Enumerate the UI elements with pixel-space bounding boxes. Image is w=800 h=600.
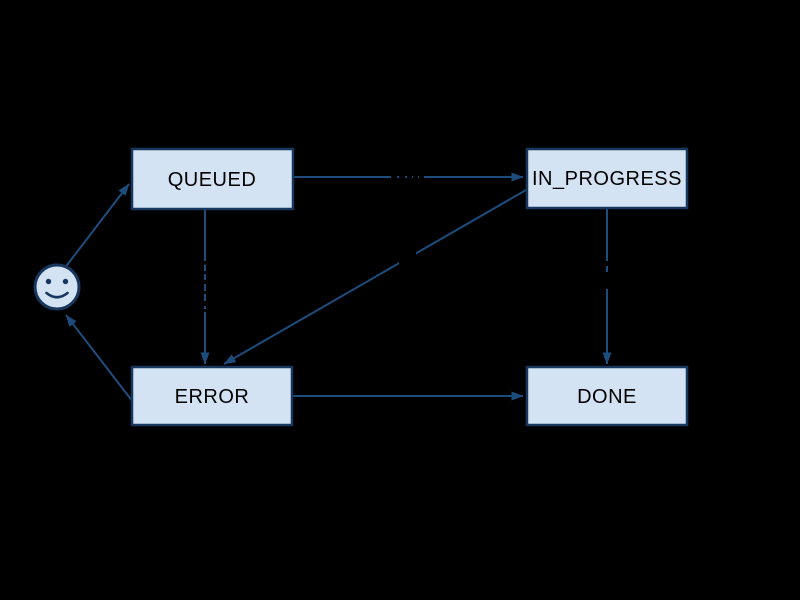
edge-error-to-actor xyxy=(65,314,134,403)
edge-label-artifact xyxy=(407,171,412,182)
state-label-queued: QUEUED xyxy=(168,169,257,191)
edge-label-artifact xyxy=(199,291,211,294)
edge-label-occlusions xyxy=(199,171,613,312)
smiley-mouth xyxy=(45,291,69,299)
edge-label-artifact xyxy=(399,171,405,182)
edge-actor-to-queued xyxy=(63,183,130,270)
state-node-error: ERROR xyxy=(130,365,294,427)
edge-label-artifact xyxy=(419,171,424,182)
edge-label-artifact xyxy=(601,272,613,289)
edge-label-artifact xyxy=(199,301,211,306)
state-label-in-progress: IN_PROGRESS xyxy=(532,168,682,190)
edge-label-artifact xyxy=(199,309,211,312)
state-label-error: ERROR xyxy=(175,386,250,408)
edge-label-artifact xyxy=(199,271,211,274)
edge-label-artifact xyxy=(199,261,211,265)
state-node-queued: QUEUED xyxy=(130,147,295,211)
edge-label-artifact xyxy=(399,251,416,264)
state-box xyxy=(525,365,689,427)
state-box xyxy=(130,365,294,427)
smiley-left-eye xyxy=(45,278,52,285)
edge-label-artifact xyxy=(413,171,418,182)
edge-label-artifact xyxy=(391,171,397,182)
state-node-done: DONE xyxy=(525,365,689,427)
user-smiley-icon xyxy=(33,263,81,311)
state-node-in-progress: IN_PROGRESS xyxy=(525,147,689,210)
state-box xyxy=(130,147,295,211)
state-box xyxy=(525,147,689,210)
state-label-done: DONE xyxy=(577,386,637,408)
edge-label-artifact xyxy=(601,261,613,266)
edge-label-artifact xyxy=(199,280,211,284)
smiley-head xyxy=(33,263,81,311)
edge-in-progress-to-error xyxy=(223,189,527,365)
smiley-right-eye xyxy=(62,278,69,285)
